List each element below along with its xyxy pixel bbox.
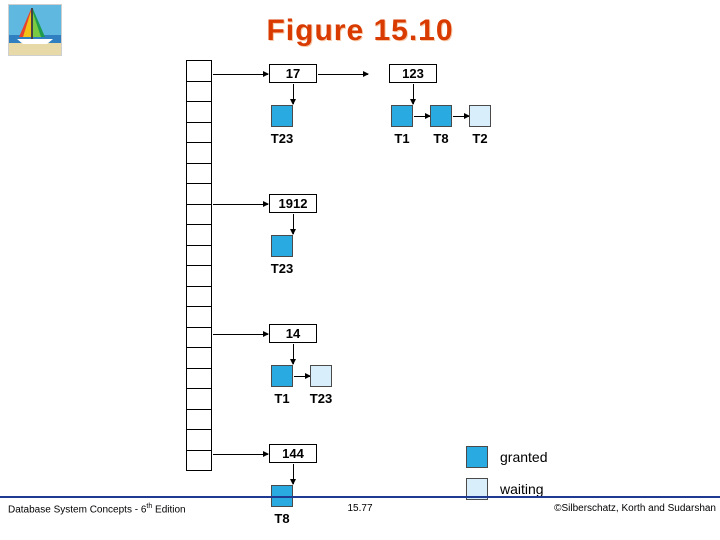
lock-node-waiting	[469, 105, 491, 127]
footer-divider	[0, 496, 720, 498]
hash-bucket	[186, 60, 212, 82]
key-to-node-arrow	[290, 344, 296, 365]
hash-bucket	[186, 347, 212, 369]
bucket-to-key-arrow	[213, 331, 269, 337]
hash-bucket	[186, 183, 212, 205]
lock-node-granted	[271, 235, 293, 257]
lock-node-label: T8	[433, 131, 449, 146]
page-title: Figure 15.10	[266, 14, 454, 47]
lock-node-label: T1	[274, 391, 290, 406]
key-box-123: 123	[389, 64, 437, 83]
lock-node-label: T23	[270, 261, 294, 276]
hash-bucket	[186, 80, 212, 102]
hash-bucket	[186, 101, 212, 123]
legend-label: waiting	[500, 481, 544, 497]
lock-table-figure: 17 T23 123 T1 T8 T2 1912 T23 14 T1 T23 1…	[0, 52, 720, 526]
key-to-node-arrow	[290, 84, 296, 105]
legend-swatch-granted	[466, 446, 488, 468]
footer-left-sup: th	[146, 503, 153, 510]
hash-table-column	[186, 60, 212, 471]
hash-bucket	[186, 449, 212, 471]
legend-label: granted	[500, 449, 548, 465]
lock-node-waiting	[310, 365, 332, 387]
bucket-to-key-arrow	[213, 71, 269, 77]
node-to-node-arrow	[414, 113, 431, 119]
footer-slide-number: 15.77	[347, 503, 373, 514]
legend-item-granted: granted	[466, 444, 547, 470]
hash-bucket	[186, 285, 212, 307]
lock-node-label: T1	[394, 131, 410, 146]
footer-left: Database System Concepts - 6th Edition	[8, 503, 186, 515]
lock-node-granted	[391, 105, 413, 127]
key-to-node-arrow	[290, 214, 296, 235]
hash-bucket	[186, 429, 212, 451]
legend-item-waiting: waiting	[466, 476, 547, 502]
footer-copyright: ©Silberschatz, Korth and Sudarshan	[554, 503, 716, 514]
sailboat-beach-photo	[8, 4, 62, 56]
hash-bucket	[186, 203, 212, 225]
footer-left-prefix: Database System Concepts - 6	[8, 504, 147, 516]
node-to-node-arrow	[294, 373, 311, 379]
key-box-1912: 1912	[269, 194, 317, 213]
footer: Database System Concepts - 6th Edition 1…	[0, 503, 720, 523]
legend-swatch-waiting	[466, 478, 488, 500]
hash-bucket	[186, 367, 212, 389]
footer-left-suffix: Edition	[152, 504, 186, 516]
key-box-14: 14	[269, 324, 317, 343]
hash-bucket	[186, 408, 212, 430]
hash-bucket	[186, 162, 212, 184]
lock-node-granted	[271, 365, 293, 387]
hash-bucket	[186, 326, 212, 348]
hash-bucket	[186, 306, 212, 328]
hash-bucket	[186, 224, 212, 246]
bucket-to-key-arrow	[213, 451, 269, 457]
lock-node-label: T2	[472, 131, 488, 146]
hash-bucket	[186, 265, 212, 287]
key-to-key-arrow	[318, 71, 369, 77]
lock-node-granted	[430, 105, 452, 127]
key-to-node-arrow	[410, 84, 416, 105]
lock-node-granted	[271, 105, 293, 127]
lock-node-label: T23	[309, 391, 333, 406]
lock-node-label: T23	[270, 131, 294, 146]
hash-bucket	[186, 244, 212, 266]
hash-bucket	[186, 388, 212, 410]
hash-bucket	[186, 142, 212, 164]
lock-node-label: T8	[274, 511, 290, 526]
logo-graphic	[9, 5, 61, 55]
bucket-to-key-arrow	[213, 201, 269, 207]
node-to-node-arrow	[453, 113, 470, 119]
key-box-17: 17	[269, 64, 317, 83]
legend: granted waiting	[466, 444, 547, 508]
key-to-node-arrow	[290, 464, 296, 485]
hash-bucket	[186, 121, 212, 143]
key-box-144: 144	[269, 444, 317, 463]
